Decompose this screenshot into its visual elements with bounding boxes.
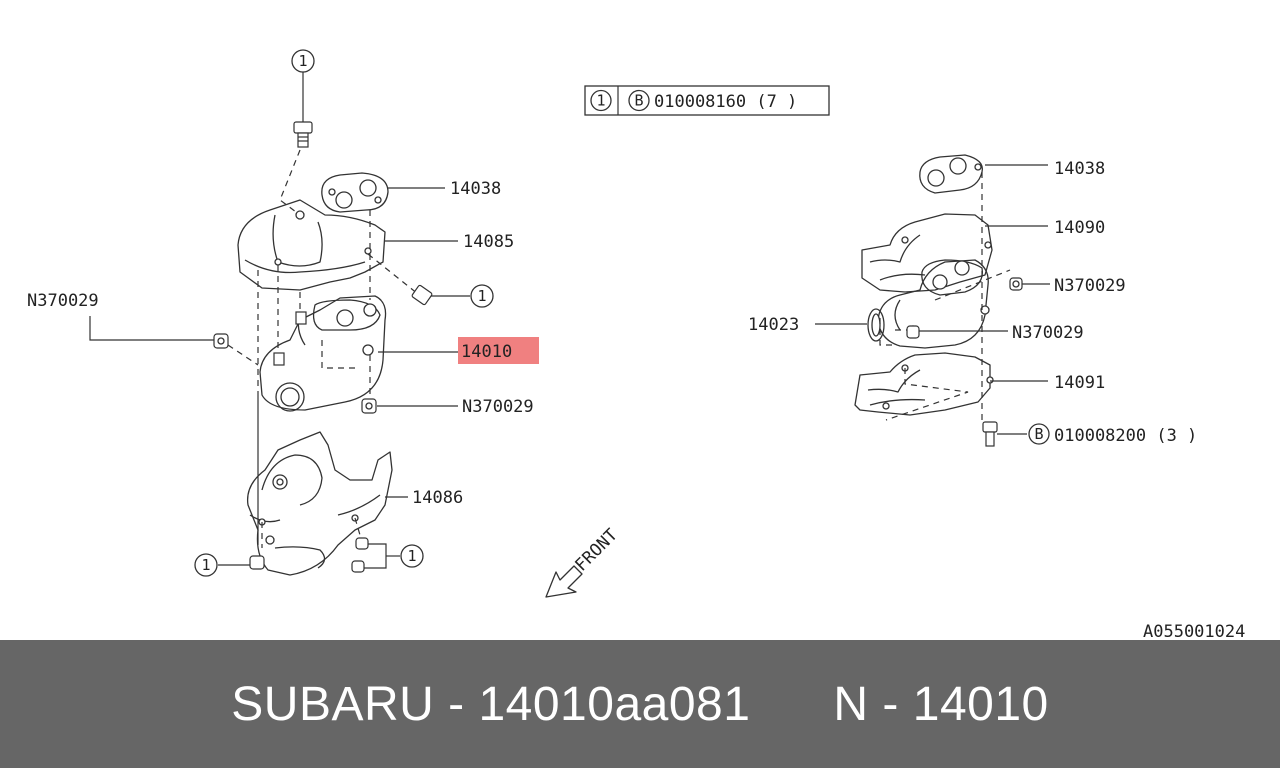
nut-right-mid [906, 325, 920, 339]
nut-left [213, 333, 229, 349]
label-bolt-b-ref: 010008200 (3 ) [1054, 426, 1197, 446]
svg-text:1: 1 [477, 287, 486, 305]
callout-1-top: 1 [291, 49, 315, 73]
bolt-b-right [982, 421, 998, 447]
heat-shield-14085 [237, 199, 386, 291]
parts-diagram: 1 14038 14085 1 [27, 49, 1245, 640]
label-14086: 14086 [412, 488, 463, 508]
heat-shield-14086 [246, 431, 393, 576]
svg-text:B: B [634, 92, 643, 110]
label-14023: 14023 [748, 315, 799, 335]
heat-shield-14090 [861, 213, 993, 293]
bolt-reference-table: 1 B 010008160 (7 ) [584, 85, 830, 116]
label-14010: 14010 [461, 342, 512, 362]
nut-lower [361, 398, 377, 414]
svg-text:1: 1 [298, 52, 307, 70]
svg-text:1: 1 [407, 547, 416, 565]
label-14038-right: 14038 [1054, 159, 1105, 179]
bolt-bottom-left [249, 555, 265, 570]
label-n370029-lower: N370029 [462, 397, 534, 417]
callout-1-right: 1 [470, 284, 494, 308]
svg-text:B: B [1034, 425, 1043, 443]
svg-text:1: 1 [201, 556, 210, 574]
label-14085: 14085 [463, 232, 514, 252]
gasket-14023 [867, 308, 885, 342]
heat-shield-14091 [854, 352, 994, 421]
label-14091: 14091 [1054, 373, 1105, 393]
bolt-right-14085 [411, 284, 433, 306]
callout-b-right: B [1028, 423, 1050, 445]
table-ref-text: 010008160 (7 ) [654, 92, 797, 112]
label-n370029-right-top: N370029 [1054, 276, 1126, 296]
label-14090: 14090 [1054, 218, 1105, 238]
label-n370029-right-mid: N370029 [1012, 323, 1084, 343]
footer-part-number: SUBARU - 14010aa081 N - 14010 [231, 677, 1049, 731]
nut-right-top [1009, 277, 1023, 291]
svg-text:1: 1 [596, 92, 605, 110]
footer-banner: SUBARU - 14010aa081 N - 14010 [0, 640, 1280, 768]
gasket-14038-right [919, 154, 984, 194]
bolts-bottom-right [351, 537, 369, 573]
exhaust-manifold-right [877, 259, 990, 349]
gasket-14038-left [321, 172, 389, 213]
front-arrow-icon [545, 565, 583, 598]
bolt-top [293, 121, 313, 148]
exhaust-manifold-14010 [259, 295, 387, 412]
label-n370029-left: N370029 [27, 291, 99, 311]
callout-1-bottom-right: 1 [400, 544, 424, 568]
ref-code: A055001024 [1143, 622, 1245, 640]
front-label: FRONT [571, 525, 621, 575]
label-14038-left: 14038 [450, 179, 501, 199]
highlight-14010 [458, 337, 539, 364]
callout-1-bottom-left: 1 [194, 553, 218, 577]
